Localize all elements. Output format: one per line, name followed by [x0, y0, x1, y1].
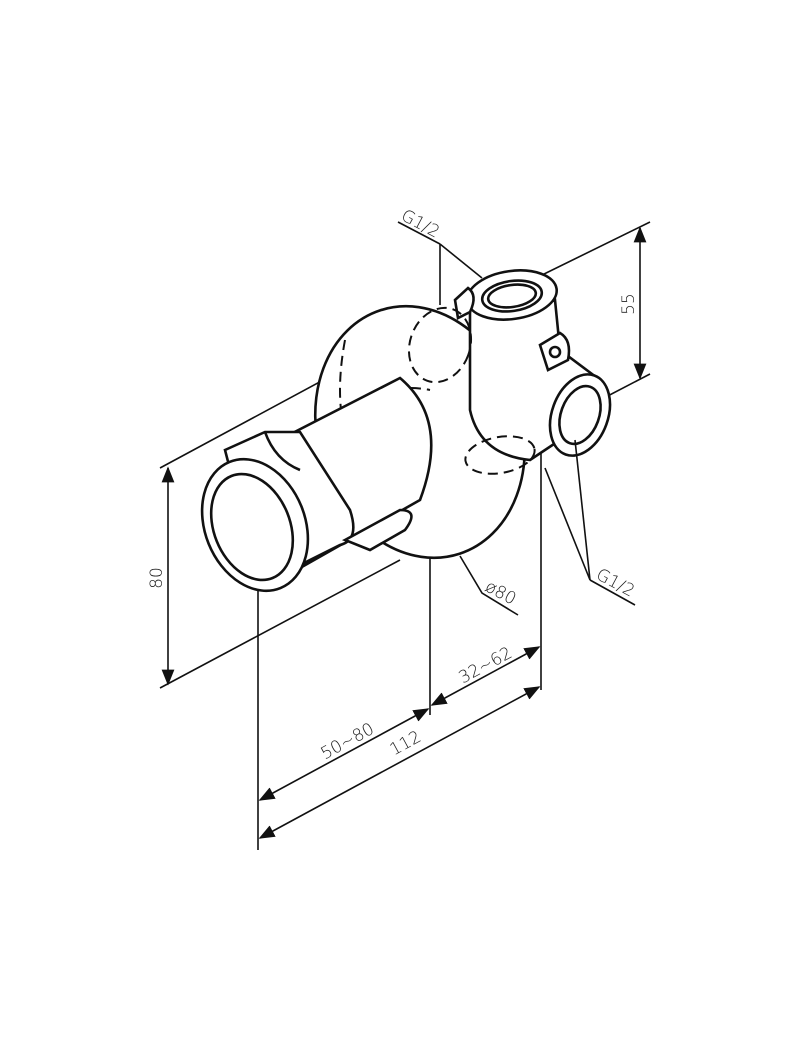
label-inlet-g12: G1/2	[398, 206, 443, 243]
valve-body	[453, 269, 612, 462]
leader-outlet-thread: G1/2	[544, 439, 638, 606]
mounting-lug	[538, 331, 571, 372]
dimension-label-55: 55	[619, 293, 639, 315]
handle-knob	[200, 457, 310, 593]
label-outlet-g12: G1/2	[593, 565, 638, 602]
leader-flange-diameter: ø80	[459, 555, 519, 616]
dimension-label-112: 112	[387, 727, 425, 760]
dimension-112: 112	[258, 686, 541, 839]
side-outlet-port	[548, 373, 612, 457]
dimension-55: 55	[539, 221, 651, 401]
dimension-label-32-62: 32~62	[456, 643, 516, 688]
dimension-label-80: 80	[147, 567, 167, 589]
